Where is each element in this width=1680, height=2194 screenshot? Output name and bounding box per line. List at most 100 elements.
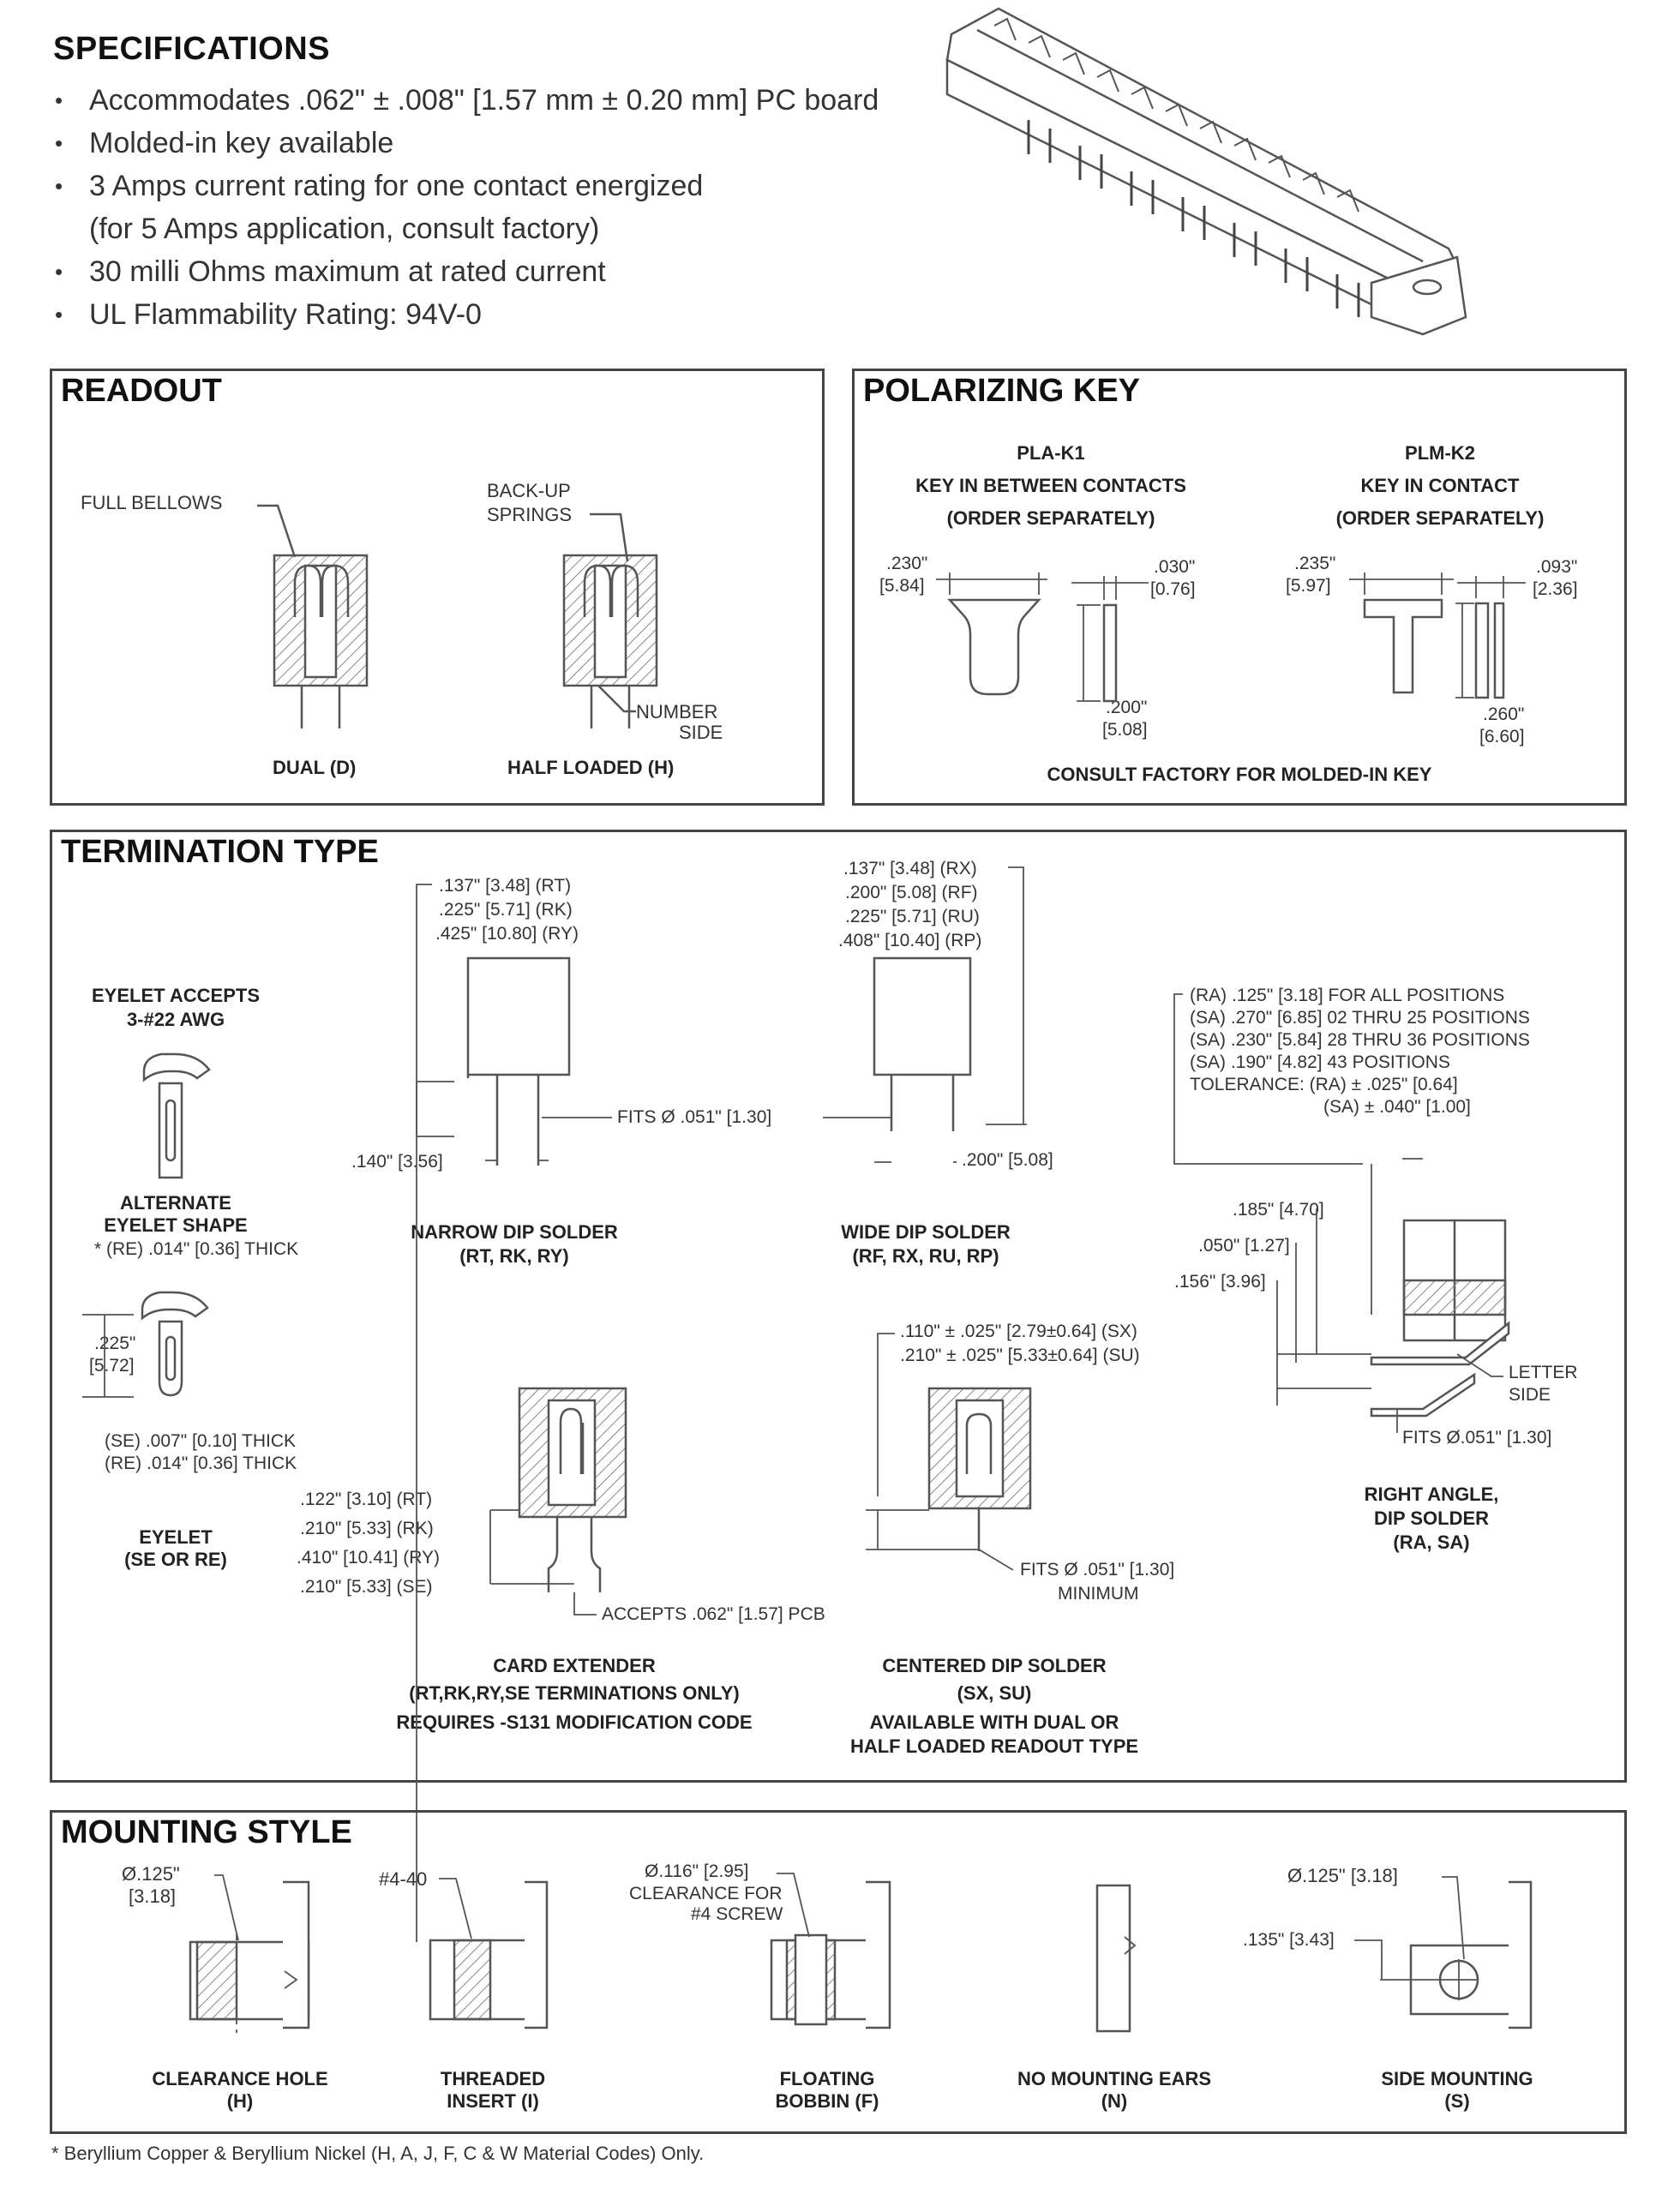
backup-label-2: SPRINGS (487, 504, 573, 525)
threaded-insert-dim: #4-40 (379, 1868, 428, 1890)
pla-order: (ORDER SEPARATELY) (946, 507, 1155, 529)
mounting-style-panel: MOUNTING STYLE (50, 1810, 1627, 2134)
no-mounting-ears-caption-2: (N) (1101, 2090, 1128, 2112)
dual-caption: DUAL (D) (273, 757, 357, 778)
accepts-pcb-label: ACCEPTS .062" [1.57] PCB (602, 1604, 825, 1624)
mounting-style-title: MOUNTING STYLE (61, 1814, 352, 1850)
floating-bobbin-dim-3: #4 SCREW (691, 1904, 783, 1924)
pla-desc: KEY IN BETWEEN CONTACTS (915, 475, 1186, 496)
plm-desc: KEY IN CONTACT (1360, 475, 1520, 496)
right-angle-caption-1: RIGHT ANGLE, (1364, 1484, 1499, 1505)
dim-093-mm: [2.36] (1533, 579, 1578, 599)
wide-dip-caption-2: (RF, RX, RU, RP) (852, 1245, 999, 1267)
no-mounting-ears-caption-1: NO MOUNTING EARS (1017, 2068, 1212, 2089)
alternate-eyelet-thick: * (RE) .014" [0.36] THICK (94, 1239, 299, 1259)
spec-item: Accommodates .062" ± .008" [1.57 mm ± 0.… (51, 79, 879, 122)
alternate-eyelet-1: ALTERNATE (120, 1192, 231, 1214)
dim-235: .235" (1294, 554, 1336, 573)
dim-230: .230" (886, 554, 928, 573)
polarizing-key-panel: POLARIZING KEY (852, 369, 1627, 806)
side-mounting-caption-2: (S) (1444, 2090, 1470, 2112)
readout-panel: READOUT (50, 369, 825, 806)
consult-factory-note: CONSULT FACTORY FOR MOLDED-IN KEY (1047, 764, 1432, 785)
eyelet-caption-1: EYELET (139, 1526, 213, 1548)
card-extender-caption-1: CARD EXTENDER (493, 1655, 656, 1676)
dim-225: .225" (94, 1334, 136, 1353)
backup-label-1: BACK-UP (487, 480, 571, 501)
clearance-hole-caption-2: (H) (226, 2090, 254, 2112)
floating-bobbin-dim-1: Ø.116" [2.95] (645, 1861, 749, 1881)
card-dim-1: .122" [3.10] (RT) (300, 1490, 433, 1509)
dim-260-mm: [6.60] (1479, 727, 1525, 746)
card-extender-caption-3: REQUIRES -S131 MODIFICATION CODE (396, 1711, 753, 1733)
side-mounting-dim-1: Ø.125" [3.18] (1287, 1865, 1398, 1886)
pla-name: PLA-K1 (1017, 442, 1085, 464)
dim-200-mm: [5.08] (1102, 720, 1148, 740)
right-angle-caption-2: DIP SOLDER (1373, 1508, 1490, 1529)
spec-item: (for 5 Amps application, consult factory… (89, 213, 600, 245)
centered-dip-caption-3: AVAILABLE WITH DUAL OR (869, 1711, 1119, 1733)
termination-type-panel: TERMINATION TYPE (50, 830, 1627, 1783)
floating-bobbin-caption-1: FLOATING (779, 2068, 875, 2089)
polarizing-key-title: POLARIZING KEY (863, 373, 1141, 409)
spec-item: UL Flammability Rating: 94V-0 (51, 293, 879, 336)
letter-side-1: LETTER (1509, 1363, 1578, 1382)
floating-bobbin-dim-2: CLEARANCE FOR (629, 1884, 783, 1903)
dim-030-mm: [0.76] (1150, 579, 1196, 599)
ra-dim-2: (SA) .270" [6.85] 02 THRU 25 POSITIONS (1190, 1008, 1530, 1028)
wide-dim-2: .200" [5.08] (RF) (845, 883, 978, 902)
footnote: * Beryllium Copper & Beryllium Nickel (H… (51, 2143, 705, 2164)
spec-item: Molded-in key available (51, 122, 879, 165)
card-dim-4: .210" [5.33] (SE) (300, 1577, 433, 1597)
fits-051-label: FITS Ø .051" [1.30] (617, 1107, 772, 1127)
ra-dim-3: (SA) .230" [5.84] 28 THRU 36 POSITIONS (1190, 1030, 1530, 1050)
wide-dim-4: .408" [10.40] (RP) (838, 931, 982, 950)
dim-235-mm: [5.97] (1286, 576, 1331, 596)
centered-dip-caption-4: HALF LOADED READOUT TYPE (849, 1735, 1139, 1757)
ra-dim-156: .156" [3.96] (1174, 1272, 1266, 1292)
ra-tolerance-1: TOLERANCE: (RA) ± .025" [0.64] (1190, 1075, 1458, 1094)
centered-fits-label: FITS Ø .051" [1.30] (1020, 1560, 1175, 1580)
narrow-dip-caption-1: NARROW DIP SOLDER (411, 1221, 618, 1243)
narrow-dim-3: .425" [10.80] (RY) (435, 924, 579, 944)
plm-name: PLM-K2 (1405, 442, 1475, 464)
eyelet-accepts-2: 3-#22 AWG (126, 1009, 225, 1030)
card-extender-caption-2: (RT,RK,RY,SE TERMINATIONS ONLY) (409, 1682, 740, 1704)
side-mounting-dim-2: .135" [3.43] (1243, 1930, 1335, 1950)
se-thickness: (SE) .007" [0.10] THICK (105, 1431, 296, 1451)
spec-item: 30 milli Ohms maximum at rated current (51, 250, 879, 293)
narrow-dim-140: .140" [3.56] (351, 1152, 443, 1172)
side-mounting-caption-1: SIDE MOUNTING (1381, 2068, 1533, 2089)
dim-093: .093" (1536, 557, 1578, 577)
centered-dim-2: .210" ± .025" [5.33±0.64] (SU) (900, 1346, 1140, 1365)
clearance-hole-dim-2: [3.18] (129, 1885, 177, 1907)
wide-dip-caption-1: WIDE DIP SOLDER (841, 1221, 1011, 1243)
wide-dim-3: .225" [5.71] (RU) (845, 907, 980, 926)
number-side-label-1: NUMBER (636, 701, 718, 722)
specifications-list: Accommodates .062" ± .008" [1.57 mm ± 0.… (51, 79, 879, 336)
dim-225-mm: [5.72] (89, 1356, 135, 1376)
right-angle-caption-3: (RA, SA) (1393, 1532, 1470, 1553)
letter-side-2: SIDE (1509, 1385, 1551, 1405)
ra-dim-050: .050" [1.27] (1198, 1236, 1290, 1256)
half-loaded-caption: HALF LOADED (H) (507, 757, 675, 778)
plm-order: (ORDER SEPARATELY) (1335, 507, 1545, 529)
dim-230-mm: [5.84] (879, 576, 925, 596)
ra-dim-1: (RA) .125" [3.18] FOR ALL POSITIONS (1190, 986, 1505, 1005)
centered-minimum-label: MINIMUM (1058, 1584, 1139, 1604)
dim-030: .030" (1154, 557, 1196, 577)
wide-dim-1: .137" [3.48] (RX) (843, 859, 977, 878)
dim-260: .260" (1483, 704, 1525, 724)
readout-title: READOUT (61, 373, 222, 409)
number-side-label-2: SIDE (679, 722, 723, 743)
ra-dim-185: .185" [4.70] (1233, 1200, 1324, 1220)
ra-dim-4: (SA) .190" [4.82] 43 POSITIONS (1190, 1052, 1450, 1072)
narrow-dim-1: .137" [3.48] (RT) (439, 876, 572, 896)
threaded-insert-caption-1: THREADED (440, 2068, 546, 2089)
clearance-hole-caption-1: CLEARANCE HOLE (152, 2068, 328, 2089)
specifications-title: SPECIFICATIONS (53, 31, 330, 67)
ra-fits-label: FITS Ø.051" [1.30] (1402, 1428, 1552, 1448)
card-dim-3: .410" [10.41] (RY) (297, 1548, 440, 1568)
narrow-dip-caption-2: (RT, RK, RY) (459, 1245, 569, 1267)
spec-item: 3 Amps current rating for one contact en… (51, 165, 879, 207)
